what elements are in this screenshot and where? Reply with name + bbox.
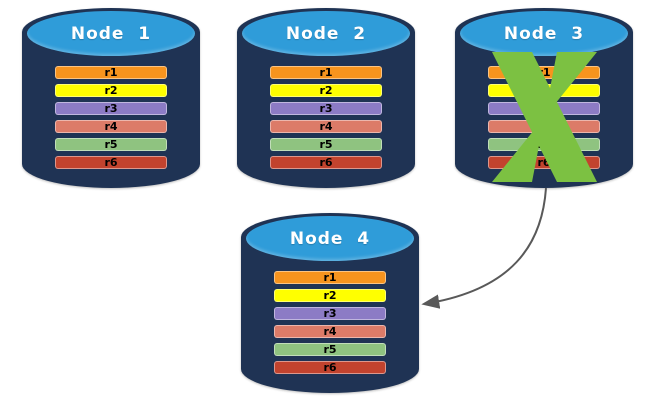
database-node-2: Node 2 r1 r2 r3 r4 r5 r6 — [237, 8, 415, 188]
replica-row: r4 — [55, 120, 167, 133]
node-title: Node 4 — [289, 228, 371, 249]
replica-label: r6 — [323, 361, 337, 374]
replica-row: r1 — [270, 66, 382, 79]
failure-x-icon — [492, 52, 597, 182]
replica-label: r1 — [537, 66, 551, 79]
replica-row: r4 — [270, 120, 382, 133]
replica-label: r3 — [104, 102, 118, 115]
replica-row: r3 — [270, 102, 382, 115]
replica-row: r2 — [55, 84, 167, 97]
replica-row: r5 — [55, 138, 167, 151]
replica-label: r4 — [323, 325, 337, 338]
replica-label: r1 — [104, 66, 118, 79]
replica-label: r5 — [319, 138, 333, 151]
cylinder-top: Node 3 — [460, 11, 628, 56]
replica-label: r5 — [104, 138, 118, 151]
replica-row: r6 — [270, 156, 382, 169]
replica-row: r3 — [274, 307, 386, 320]
node-title: Node 3 — [503, 23, 585, 44]
replica-row: r3 — [55, 102, 167, 115]
node-title: Node 2 — [285, 23, 367, 44]
replica-label: r1 — [319, 66, 333, 79]
replica-row: r5 — [274, 343, 386, 356]
cylinder-top: Node 2 — [242, 11, 410, 56]
replica-label: r6 — [319, 156, 333, 169]
replica-row: r6 — [55, 156, 167, 169]
node-title: Node 1 — [70, 23, 152, 44]
replica-label: r2 — [319, 84, 333, 97]
replica-label: r6 — [104, 156, 118, 169]
replica-label: r4 — [104, 120, 118, 133]
replica-list: r1 r2 r3 r4 r5 r6 — [270, 66, 382, 169]
replica-row: r6 — [274, 361, 386, 374]
replica-label: r3 — [323, 307, 337, 320]
database-node-1: Node 1 r1 r2 r3 r4 r5 r6 — [22, 8, 200, 188]
replica-label: r5 — [323, 343, 337, 356]
replica-label: r6 — [537, 156, 551, 169]
replica-label: r2 — [323, 289, 337, 302]
replica-row: r2 — [270, 84, 382, 97]
replica-label: r4 — [319, 120, 333, 133]
replica-list: r1 r2 r3 r4 r5 r6 — [274, 271, 386, 374]
replica-label: r1 — [323, 271, 337, 284]
replica-row: r4 — [274, 325, 386, 338]
replica-label: r3 — [319, 102, 333, 115]
replica-row: r1 — [55, 66, 167, 79]
replica-row: r2 — [274, 289, 386, 302]
cylinder-top: Node 1 — [27, 11, 195, 56]
replica-row: r5 — [270, 138, 382, 151]
cylinder-top: Node 4 — [246, 216, 414, 261]
replica-list: r1 r2 r3 r4 r5 r6 — [55, 66, 167, 169]
database-node-4: Node 4 r1 r2 r3 r4 r5 r6 — [241, 213, 419, 393]
replica-label: r2 — [104, 84, 118, 97]
replica-row: r1 — [274, 271, 386, 284]
